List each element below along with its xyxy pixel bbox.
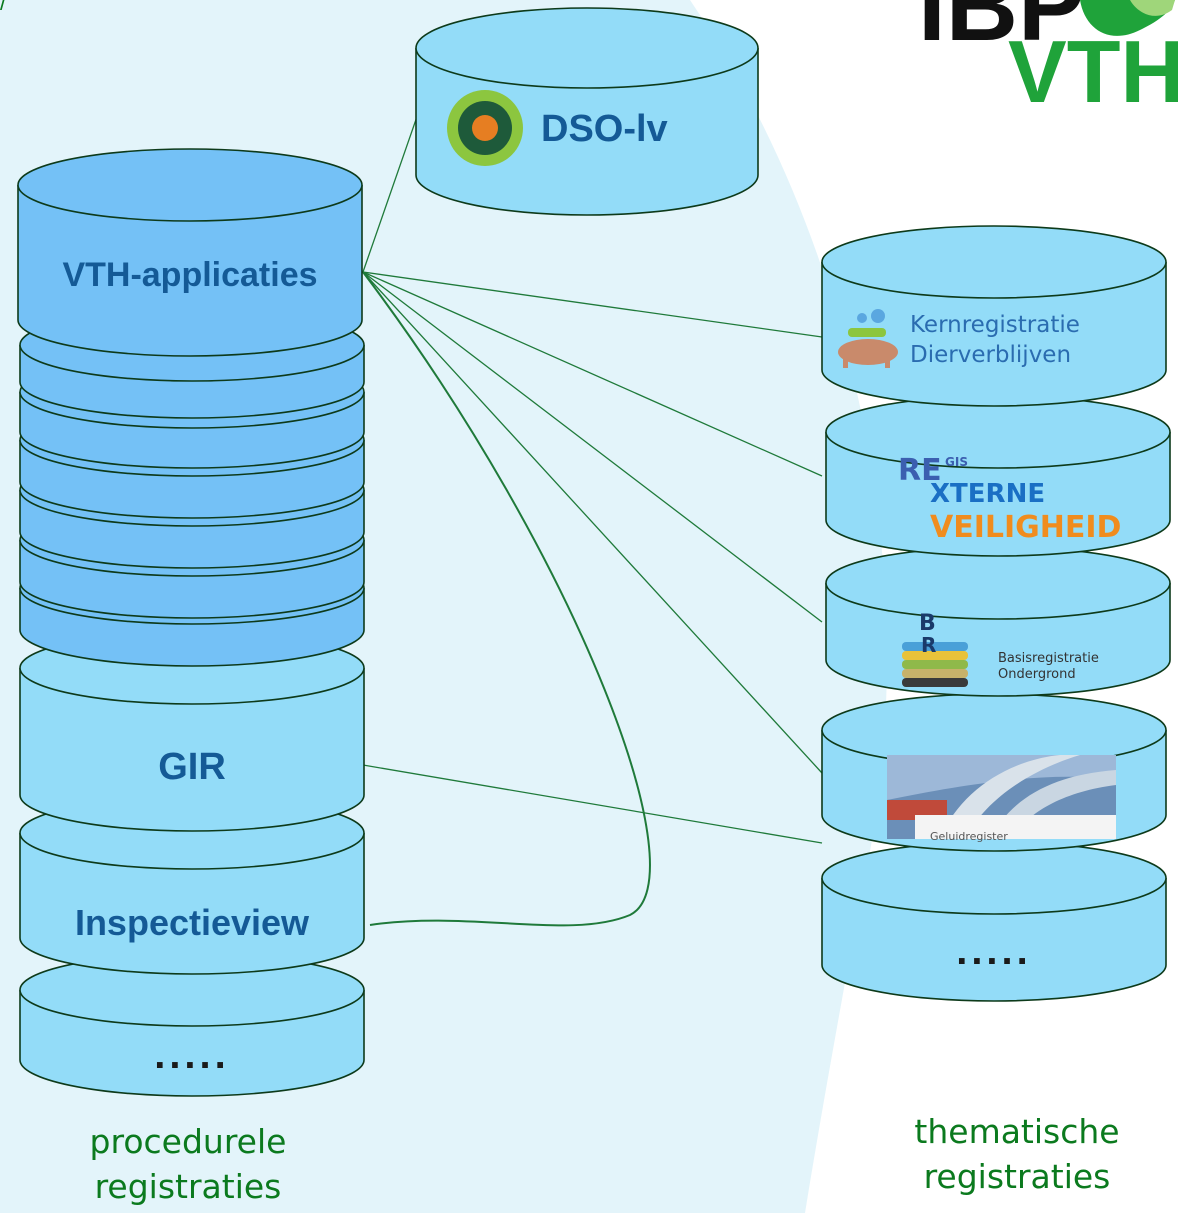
connector-vth-geluid	[362, 271, 823, 774]
connector-vth-bro	[362, 271, 823, 623]
bro-icon: B R	[902, 611, 968, 687]
dso-icon	[447, 90, 523, 166]
left-caption-line1: procedurele	[90, 1122, 287, 1161]
right-more-label: .....	[956, 929, 1032, 973]
svg-text:RE: RE	[898, 453, 942, 488]
connector-vth-rev	[362, 271, 823, 477]
right-cylinder-more	[821, 841, 1167, 1002]
svg-text:XTERNE: XTERNE	[930, 479, 1045, 509]
left-more-label: .....	[154, 1033, 230, 1077]
connector-vth-dso	[362, 107, 421, 273]
connector-inspectieview-vth	[362, 271, 651, 927]
svg-text:GIS: GIS	[945, 455, 968, 469]
dso-label: DSO-lv	[541, 108, 668, 150]
right-caption-line1: thematische	[914, 1112, 1119, 1151]
geluidregister-label: Geluidregister	[930, 830, 1008, 843]
rev-logo: RE GIS XTERNE VEILIGHEID	[898, 453, 1121, 545]
svg-text:B: B	[919, 611, 936, 636]
left-caption-line2: registraties	[95, 1167, 282, 1206]
vth-applicaties-label: VTH-applicaties	[62, 256, 317, 294]
inspectieview-label: Inspectieview	[75, 902, 310, 943]
animals-icon	[838, 309, 898, 368]
connector-gir-geluid	[362, 764, 823, 844]
gir-label: GIR	[158, 746, 226, 788]
corner-mark: /	[0, 0, 7, 15]
right-cylinder-rev	[825, 395, 1171, 557]
connectors	[362, 107, 823, 927]
logo-vth-text: VTH	[1008, 22, 1178, 121]
svg-text:VEILIGHEID: VEILIGHEID	[930, 510, 1121, 545]
right-cylinder-kern	[821, 225, 1167, 407]
left-vth-layers	[17, 148, 365, 667]
kern-label-line2: Dierverblijven	[910, 342, 1071, 368]
left-stack	[17, 148, 365, 1097]
geluidregister-photo	[887, 755, 1116, 839]
right-stack	[821, 225, 1171, 1002]
ibp-vth-logo: IBP VTH	[918, 0, 1178, 121]
bro-label-line2: Ondergrond	[998, 667, 1076, 682]
left-cylinder-more	[19, 953, 365, 1097]
kern-label-line1: Kernregistratie	[910, 312, 1080, 338]
svg-text:R: R	[921, 633, 936, 657]
connector-vth-kern	[362, 271, 823, 338]
bro-label-line1: Basisregistratie	[998, 651, 1099, 666]
logo-ibp-text: IBP	[918, 0, 1085, 62]
dso-cylinder	[415, 7, 759, 216]
right-caption-line2: registraties	[924, 1157, 1111, 1196]
